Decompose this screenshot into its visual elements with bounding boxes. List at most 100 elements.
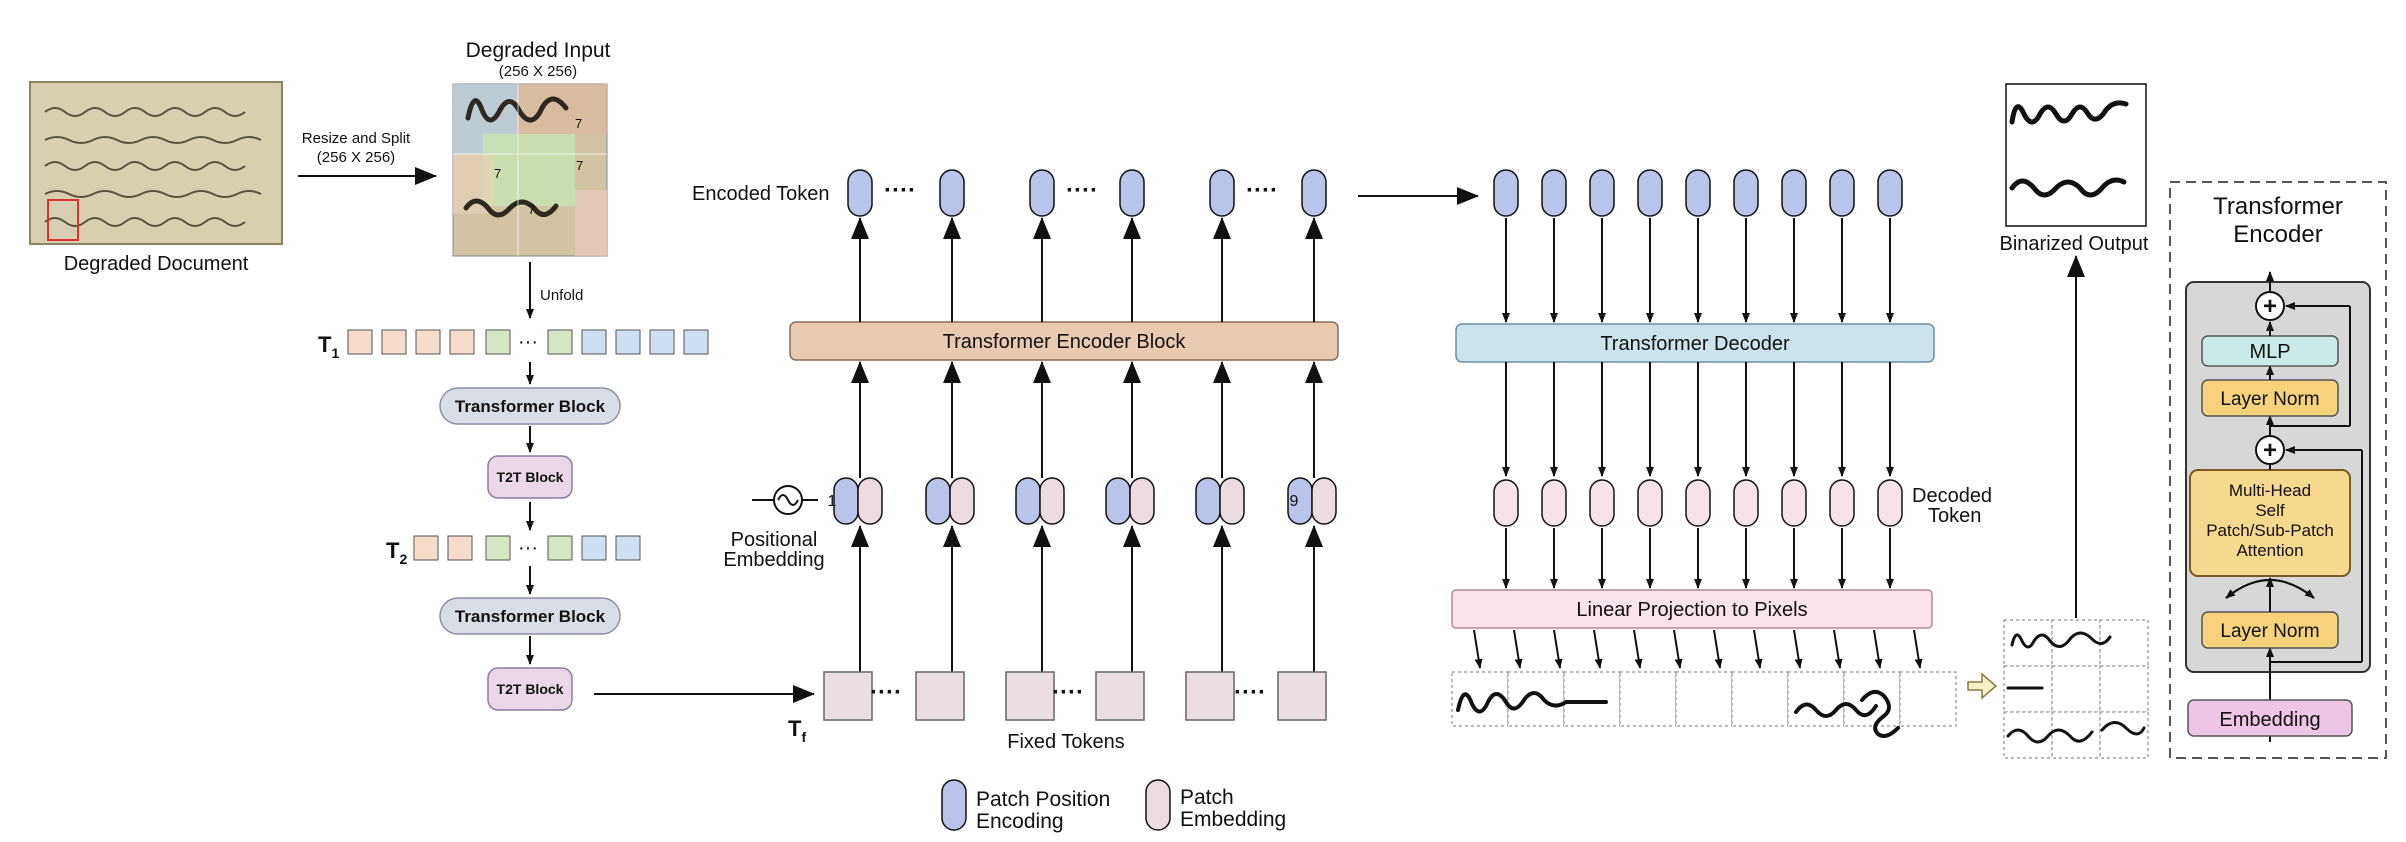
t2-ellipsis: ··· xyxy=(518,537,538,559)
panel-attn-2: Self xyxy=(2255,501,2285,520)
pixel-patch xyxy=(1731,671,1789,727)
decoded-token xyxy=(1733,479,1759,527)
svg-text:Transformer Decoder: Transformer Decoder xyxy=(1600,333,1790,355)
degraded-input-title: Degraded Input xyxy=(466,39,611,62)
pixel-patch xyxy=(1843,671,1901,727)
decoder-arrows xyxy=(1473,218,1923,669)
svg-text:Transformer Block: Transformer Block xyxy=(455,397,606,416)
patch-embedding xyxy=(857,477,883,525)
decoded-token xyxy=(1493,479,1519,527)
legend-pos-swatch xyxy=(941,779,967,831)
decoder-input-token xyxy=(1829,169,1855,217)
transformer-encoder-block: Transformer Encoder Block xyxy=(789,321,1339,361)
legend-emb-label-2: Embedding xyxy=(1180,808,1286,831)
svg-text:T2T Block: T2T Block xyxy=(497,469,564,485)
panel-attn-1: Multi-Head xyxy=(2229,481,2311,500)
pixel-patch xyxy=(1675,671,1733,727)
positional-embedding-icon xyxy=(752,485,818,515)
decoded-token xyxy=(1685,479,1711,527)
panel-title-1: Transformer xyxy=(2213,193,2343,220)
enc-dots-2: ···· xyxy=(1066,177,1098,204)
fixed-token xyxy=(1005,671,1055,721)
projection-arrow xyxy=(1913,629,1923,669)
fixed-token xyxy=(915,671,965,721)
pos-emb-label-1: Positional xyxy=(731,529,818,551)
svg-text:T2T Block: T2T Block xyxy=(497,681,564,697)
panel-embedding xyxy=(2187,699,2353,737)
last-index: 9 xyxy=(1290,493,1299,510)
patch-digit-4: 7 xyxy=(528,202,535,217)
patch-position-encoding xyxy=(1195,477,1221,525)
legend-emb-label-1: Patch xyxy=(1180,786,1234,809)
linear-projection: Linear Projection to Pixels xyxy=(1451,589,1933,629)
t1-label: T1 xyxy=(318,332,339,361)
decoded-token xyxy=(1541,479,1567,527)
transformer-block-1: Transformer Block xyxy=(439,387,621,425)
pixel-patch xyxy=(1787,671,1845,727)
handwriting-stroke xyxy=(1860,689,1900,738)
panel-add-2-label: + xyxy=(2263,293,2277,320)
decoder-input-token xyxy=(1733,169,1759,217)
legend: Patch Position Encoding Patch Embedding xyxy=(941,779,1286,833)
encoded-token xyxy=(939,169,965,217)
first-index: 1 xyxy=(828,493,837,510)
patch-digit: 7 xyxy=(575,116,582,131)
panel-layer-norm-2-label: Layer Norm xyxy=(2220,389,2319,410)
pos-emb-label-2: Embedding xyxy=(723,549,824,571)
binarized-label: Binarized Output xyxy=(2000,233,2149,255)
projection-arrow xyxy=(1673,629,1683,669)
fixed-token xyxy=(823,671,873,721)
legend-pos-label-1: Patch Position xyxy=(976,788,1110,811)
svg-text:Transformer Encoder Block: Transformer Encoder Block xyxy=(943,331,1187,353)
enc-dots-3: ···· xyxy=(1246,177,1278,204)
panel-add-1-label: + xyxy=(2263,437,2277,464)
decoder-input-token-group xyxy=(1493,169,1903,217)
pixel-patch xyxy=(1451,671,1509,727)
fixed-dots-3: ···· xyxy=(1234,679,1266,706)
handwriting-stroke xyxy=(1794,702,1878,718)
handwriting-stroke xyxy=(1456,691,1608,714)
projection-arrow xyxy=(1833,629,1843,669)
output-patch-grid xyxy=(2003,619,2149,759)
patch-embedding xyxy=(1311,477,1337,525)
panel-embedding-label: Embedding xyxy=(2219,709,2320,731)
patch-position-encoding xyxy=(1105,477,1131,525)
patch-embedding xyxy=(1219,477,1245,525)
decoded-label-2: Token xyxy=(1928,505,1981,527)
patch-embedding xyxy=(1129,477,1155,525)
decoder-input-token xyxy=(1685,169,1711,217)
fixed-token xyxy=(1185,671,1235,721)
fixed-dots-2: ···· xyxy=(1052,679,1084,706)
decoded-label-1: Decoded xyxy=(1912,485,1992,507)
degraded-input-size: (256 X 256) xyxy=(499,63,577,80)
legend-pos-label-2: Encoding xyxy=(976,810,1064,833)
projection-arrow xyxy=(1593,629,1603,669)
pixel-patch xyxy=(1619,671,1677,727)
t2-token-row xyxy=(413,535,641,561)
decoded-token xyxy=(1877,479,1903,527)
to-grid-arrow xyxy=(1967,672,1998,700)
projection-arrow xyxy=(1753,629,1763,669)
projection-arrow xyxy=(1473,629,1483,669)
degraded-document xyxy=(29,81,283,245)
projection-arrow xyxy=(1553,629,1563,669)
enc-dots-1: ···· xyxy=(884,177,916,204)
patch-digit-3: 7 xyxy=(576,158,583,173)
resize-label: Resize and Split xyxy=(302,130,411,147)
decoded-token xyxy=(1637,479,1663,527)
fixed-dots-1: ···· xyxy=(870,679,902,706)
patch-embedding xyxy=(1039,477,1065,525)
fixed-token-group xyxy=(823,671,1327,721)
panel-mlp-label: MLP xyxy=(2249,341,2290,363)
doc-caption: Degraded Document xyxy=(64,253,249,275)
encoder-arrows xyxy=(851,217,1323,672)
unfold-label: Unfold xyxy=(540,287,583,304)
t2-label: T2 xyxy=(386,538,407,567)
encoded-token xyxy=(1209,169,1235,217)
transformer-encoder-panel: Transformer Encoder Embedding Layer Norm… xyxy=(2169,181,2387,759)
decoded-token xyxy=(1829,479,1855,527)
degraded-input-image xyxy=(452,83,608,257)
binarized-output-image xyxy=(2005,83,2147,227)
decoder-input-token xyxy=(1493,169,1519,217)
t1-token-row xyxy=(347,329,709,355)
